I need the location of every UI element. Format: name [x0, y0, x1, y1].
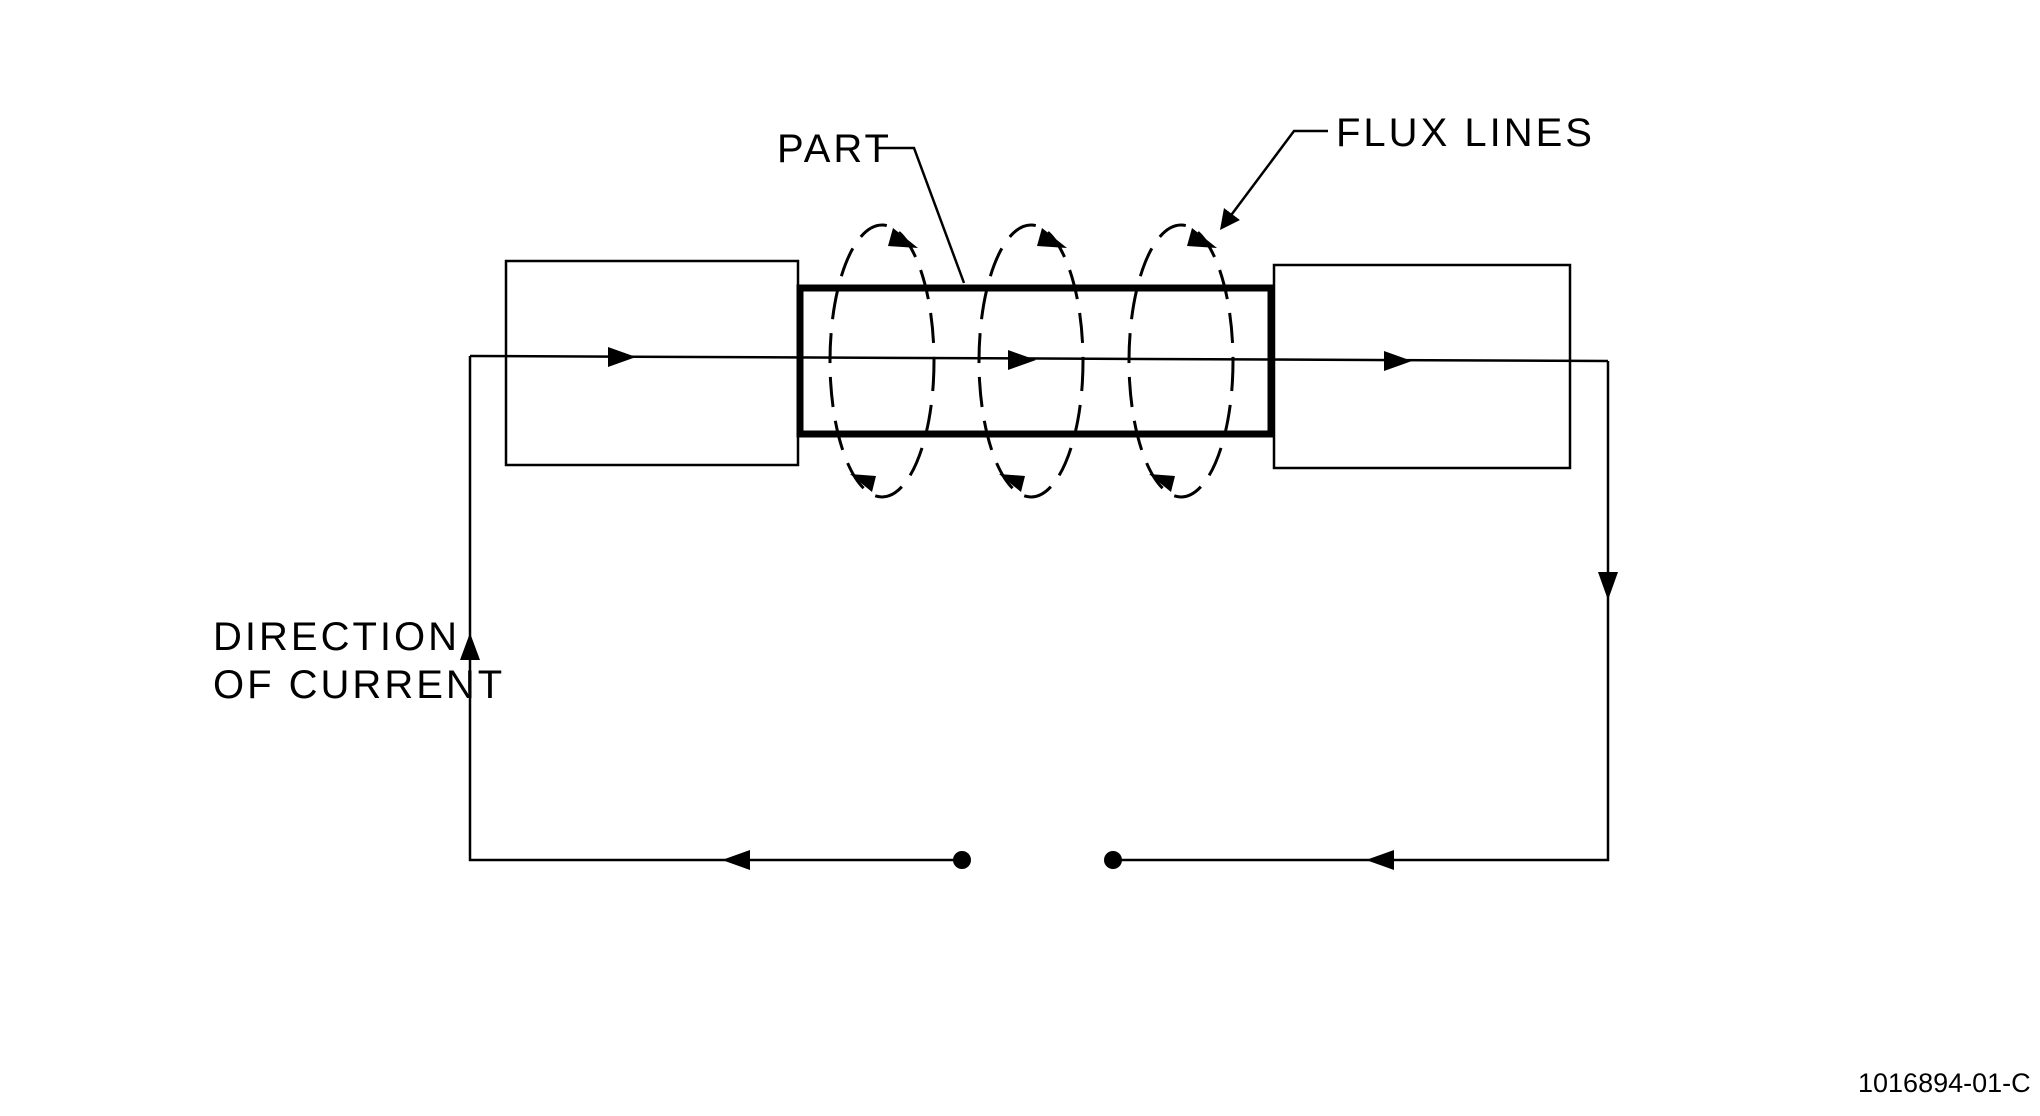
right-contact-head	[1272, 263, 1572, 470]
current-arrow-down	[1598, 572, 1618, 600]
flux-arrow-3-bottom	[1149, 474, 1175, 492]
circuit-terminal-right	[1104, 851, 1122, 869]
flux-loop-1	[828, 223, 936, 499]
current-arrow-right-head	[1384, 351, 1412, 371]
figure-id: 1016894-01-C	[1858, 1068, 2031, 1098]
part-body	[796, 284, 1275, 438]
circuit-terminal-left	[953, 851, 971, 869]
current-arrow-left-head	[608, 347, 636, 367]
current-arrow-bottom-left	[722, 850, 750, 870]
flux-loop-2	[977, 223, 1085, 499]
direction-label-line1: DIRECTION	[213, 615, 460, 659]
current-arrow-bottom-right	[1366, 850, 1394, 870]
flux-loop-3	[1127, 223, 1235, 499]
part-leader-line	[878, 146, 966, 284]
current-arrow-part	[1008, 350, 1036, 370]
flux-arrow-1-bottom	[850, 474, 876, 492]
flux-arrow-2-bottom	[999, 474, 1025, 492]
flux-arrow-3-top	[1187, 228, 1217, 248]
flux-arrow-1-top	[888, 228, 918, 248]
return-circuit	[460, 356, 1618, 870]
flux-lines-label: FLUX LINES	[1336, 111, 1595, 155]
current-path-through-part	[469, 347, 1609, 371]
direction-label-line2: OF CURRENT	[213, 663, 505, 707]
part-label: PART	[777, 127, 892, 171]
flux-arrow-2-top	[1037, 228, 1067, 248]
current-arrow-up	[460, 633, 480, 660]
flux-leader-line	[1220, 129, 1328, 231]
left-contact-head	[504, 259, 800, 467]
